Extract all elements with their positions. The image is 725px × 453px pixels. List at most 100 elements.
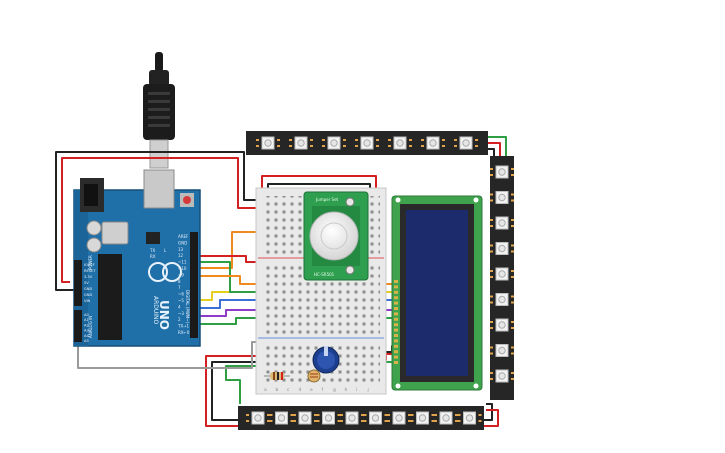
led-pixel (434, 411, 458, 425)
label-digital: DIGITAL (PWM~) (185, 290, 190, 324)
breadboard-row-letter: e (310, 388, 313, 393)
arduino-uno[interactable]: ARDUINO UNO POWER ANALOG IN DIGITAL (PWM… (73, 169, 201, 347)
analog-header[interactable] (74, 310, 82, 342)
breadboard-row-letter: j (367, 387, 369, 393)
led-pixel (387, 411, 411, 425)
digital-pin-label: GND (178, 240, 187, 245)
breadboard-row-letter: h (345, 387, 348, 393)
breadboard-row-letter: b (276, 387, 279, 393)
led-pixel (490, 344, 514, 357)
analog-pin-label: A4 (84, 334, 89, 338)
digital-pin-label: ~10 (178, 266, 187, 271)
lcd-pin[interactable] (394, 312, 398, 316)
lcd-pin[interactable] (394, 355, 398, 359)
label-analog: ANALOG IN (88, 316, 93, 338)
wire-strip-top-red (261, 175, 377, 196)
power-pin-label: IOREF (84, 263, 95, 267)
wire-gnd (55, 151, 262, 291)
digital-pin-label: ~9 (178, 272, 184, 277)
lcd-pin[interactable] (394, 290, 398, 294)
led-pixel (256, 136, 280, 150)
led-pixel (269, 411, 294, 425)
lcd-pin[interactable] (394, 334, 398, 337)
lcd-pin[interactable] (394, 285, 398, 289)
lcd-pin[interactable] (394, 344, 398, 348)
resistor[interactable] (264, 372, 290, 380)
lcd-pin[interactable] (394, 323, 398, 327)
analog-pin-label: A5 (84, 339, 89, 343)
breadboard-row-letter: f (322, 387, 324, 393)
digital-pin-label: ~6 (178, 292, 184, 297)
led-pixel (293, 411, 317, 425)
digital-pin-label: ~11 (178, 260, 187, 265)
power-header[interactable] (74, 260, 82, 306)
arduino-logo-icon (148, 262, 168, 282)
led-strip-top[interactable] (246, 131, 488, 155)
led-pixel (316, 411, 341, 425)
pir-pot-left[interactable] (345, 197, 355, 207)
led-strip-right[interactable] (490, 156, 514, 400)
pir-sensor[interactable]: Jumper Set HC-SR501 (303, 191, 369, 281)
breadboard-row-letter: c (287, 388, 290, 393)
digital-pin-label: 12 (178, 253, 184, 258)
analog-pin-label: A3 (84, 329, 89, 333)
power-pin-label: GND (84, 293, 92, 297)
lcd-display[interactable] (391, 195, 483, 391)
led-pixel (246, 411, 270, 425)
potentiometer[interactable] (312, 346, 340, 374)
digital-pin-label: TX→1 (177, 324, 190, 329)
wire-strip-right-red (484, 142, 501, 158)
pir-pot-right[interactable] (345, 265, 355, 275)
led-pixel (490, 242, 514, 255)
breadboard-row-letter: i (356, 387, 357, 393)
label-power: POWER (88, 255, 93, 270)
power-pin-label: GND (84, 287, 92, 291)
digital-pin-label: 2 (178, 317, 181, 322)
analog-pin-label: A2 (84, 323, 89, 327)
lcd-pin[interactable] (394, 280, 398, 283)
lcd-pin-header[interactable] (394, 280, 398, 364)
digital-pin-label: 7 (178, 285, 181, 290)
led-pixel (490, 293, 514, 306)
led-pixel (454, 136, 478, 150)
digital-pin-label: AREF (178, 234, 189, 239)
lcd-pin[interactable] (394, 339, 398, 343)
led-pixel (490, 267, 514, 281)
led-strip-bottom[interactable] (238, 406, 484, 430)
digital-pin-label: 13 (178, 247, 184, 252)
digital-pin-label: ~5 (178, 298, 184, 303)
breadboard-row-letter: g (333, 388, 336, 393)
lcd-pin[interactable] (394, 301, 398, 305)
lcd-pin[interactable] (394, 317, 398, 321)
lcd-pin[interactable] (394, 296, 398, 300)
lcd-pin[interactable] (394, 361, 398, 364)
power-pin-label: 5V (84, 281, 89, 285)
digital-header[interactable] (190, 232, 198, 338)
lcd-screen (406, 210, 468, 376)
wire-5v (61, 157, 262, 283)
led-pixel (490, 165, 514, 179)
led-pixel (490, 369, 514, 383)
led-pixel (490, 216, 514, 230)
led-pixel (289, 136, 313, 150)
digital-pin-label: 4 (178, 304, 181, 309)
lcd-pin[interactable] (394, 307, 398, 310)
lcd-pin[interactable] (394, 328, 398, 332)
analog-pin-label: A0 (84, 313, 89, 317)
led-pixel (421, 136, 445, 150)
lcd-pin[interactable] (394, 350, 398, 354)
led-pixel (355, 136, 379, 150)
power-pin-label: 3.3V (84, 275, 93, 279)
breadboard-row-letter: d (299, 387, 302, 393)
arduino-brand: ARDUINO (152, 296, 159, 325)
wire-bottom-green (225, 365, 262, 404)
photoresistor[interactable] (307, 369, 321, 383)
led-pixel (388, 136, 412, 150)
led-pixel (363, 411, 388, 425)
digital-pin-label: 8 (178, 279, 181, 284)
